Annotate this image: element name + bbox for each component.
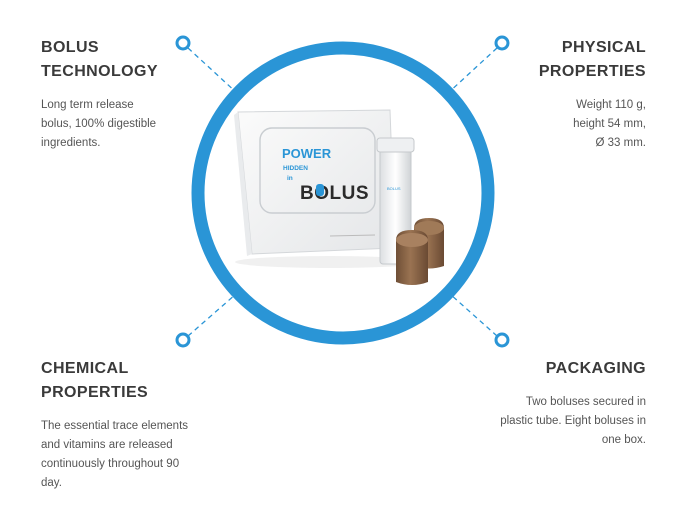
node-bottom-right-icon bbox=[494, 332, 510, 348]
text-line: plastic tube. Eight boluses in bbox=[500, 415, 646, 427]
box-brand-text: BOLUS bbox=[300, 183, 369, 204]
text-line: height 54 mm, bbox=[573, 118, 646, 130]
box-in-text: in bbox=[287, 175, 293, 182]
node-bottom-left-icon bbox=[175, 332, 191, 348]
connector-top-left bbox=[187, 47, 239, 95]
title-line: PROPERTIES bbox=[538, 63, 646, 80]
bolus-technology-text: Long term release bolus, 100% digestible… bbox=[41, 96, 191, 153]
text-line: day. bbox=[41, 477, 62, 489]
chemical-properties-section: CHEMICAL PROPERTIES The essential trace … bbox=[41, 357, 211, 493]
bolus-technology-section: BOLUS TECHNOLOGY Long term release bolus… bbox=[41, 36, 191, 153]
physical-properties-text: Weight 110 g, height 54 mm, Ø 33 mm. bbox=[496, 96, 646, 153]
packaging-title: PACKAGING bbox=[476, 357, 646, 381]
text-line: and vitamins are released bbox=[41, 439, 173, 451]
title-line: BOLUS bbox=[41, 39, 99, 56]
product-box: POWER HIDDEN in BOLUS bbox=[234, 109, 396, 256]
physical-properties-section: PHYSICAL PROPERTIES Weight 110 g, height… bbox=[496, 36, 646, 153]
node-top-right-icon bbox=[494, 35, 510, 51]
packaging-text: Two boluses secured in plastic tube. Eig… bbox=[476, 393, 646, 450]
text-line: Weight 110 g, bbox=[576, 99, 646, 111]
packaging-section: PACKAGING Two boluses secured in plastic… bbox=[476, 357, 646, 450]
text-line: Ø 33 mm. bbox=[595, 137, 646, 149]
title-line: CHEMICAL bbox=[41, 360, 129, 377]
connector-bottom-right bbox=[449, 293, 498, 337]
product-illustration: POWER HIDDEN in BOLUS BOLUS bbox=[234, 109, 444, 285]
connector-top-right bbox=[446, 47, 498, 95]
title-line: TECHNOLOGY bbox=[41, 63, 158, 80]
box-power-text: POWER bbox=[282, 146, 332, 161]
node-top-left-icon bbox=[175, 35, 191, 51]
title-line: PHYSICAL bbox=[561, 39, 646, 56]
text-line: one box. bbox=[601, 434, 646, 446]
physical-properties-title: PHYSICAL PROPERTIES bbox=[496, 36, 646, 84]
text-line: Long term release bbox=[41, 99, 134, 111]
text-line: Two boluses secured in bbox=[525, 396, 646, 408]
connector-bottom-left bbox=[187, 293, 237, 337]
box-hidden-text: HIDDEN bbox=[283, 165, 308, 172]
chemical-properties-title: CHEMICAL PROPERTIES bbox=[41, 357, 211, 405]
svg-text:BOLUS: BOLUS bbox=[387, 186, 401, 191]
bolus-pieces bbox=[396, 218, 444, 285]
bolus-technology-title: BOLUS TECHNOLOGY bbox=[41, 36, 191, 84]
connector-lines bbox=[187, 47, 498, 337]
connector-nodes bbox=[175, 35, 510, 348]
text-line: The essential trace elements bbox=[41, 420, 189, 432]
title-line: PROPERTIES bbox=[41, 384, 149, 401]
text-line: ingredients. bbox=[41, 137, 101, 149]
text-line: bolus, 100% digestible bbox=[41, 118, 157, 130]
chemical-properties-text: The essential trace elements and vitamin… bbox=[41, 417, 211, 493]
text-line: continuously throughout 90 bbox=[41, 458, 180, 470]
title-line: PACKAGING bbox=[545, 360, 646, 377]
